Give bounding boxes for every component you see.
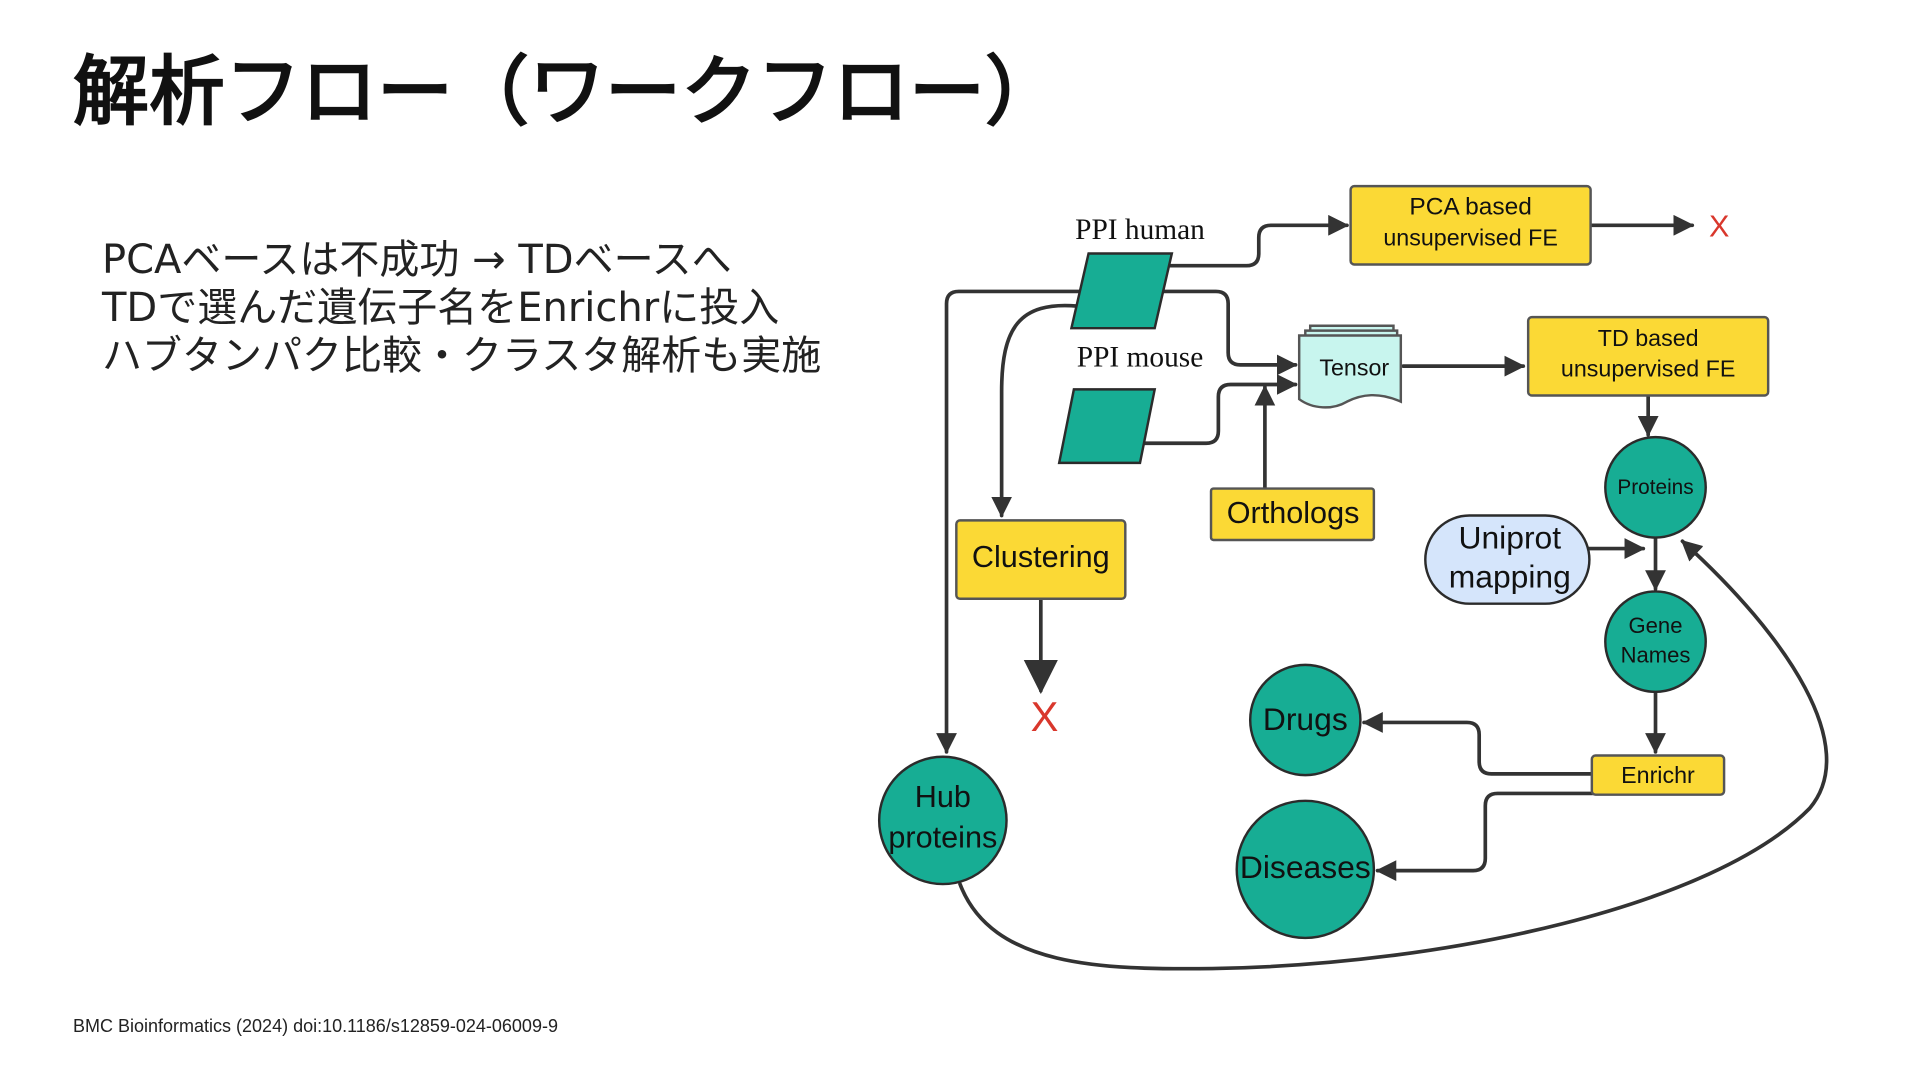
bullet-item: PCAベースは不成功 → TDベースへ xyxy=(102,237,732,283)
enrichr-box: Enrichr xyxy=(1590,754,1726,796)
gene-names-label-line2: Names xyxy=(1621,643,1691,668)
td-box-label-line2: unsupervised FE xyxy=(1561,356,1735,382)
proteins-node: Proteins xyxy=(1604,435,1707,539)
bullet-item: TDで選んだ遺伝子名をEnrichrに投入 xyxy=(102,285,780,331)
diseases-circle xyxy=(1235,799,1376,940)
hub-proteins-label-line1: Hub xyxy=(915,780,971,814)
ppi-human-data-node xyxy=(1069,252,1174,330)
diseases-label: Diseases xyxy=(1240,849,1371,885)
pca-box-label-line2: unsupervised FE xyxy=(1383,225,1557,251)
ppi-mouse-label: PPI mouse xyxy=(1077,342,1204,374)
tensor-page-front xyxy=(1297,334,1403,409)
ppi-mouse-data-node xyxy=(1057,388,1157,465)
orthologs-box: Orthologs xyxy=(1209,487,1376,542)
enrichr-label: Enrichr xyxy=(1621,762,1695,788)
orthologs-label: Orthologs xyxy=(1227,496,1360,530)
clustering-reject-mark: X xyxy=(1031,693,1059,740)
arrow-hub-proteins-to-proteins xyxy=(958,539,1829,971)
tensor-label: Tensor xyxy=(1319,354,1389,380)
pca-based-fe-box: PCA based unsupervised FE xyxy=(1349,184,1592,266)
uniprot-mapping-node: Uniprot mapping xyxy=(1424,514,1591,605)
hub-proteins-node: Hub proteins xyxy=(877,755,1008,886)
arrow-ppi-mouse-to-tensor xyxy=(1139,374,1298,446)
enrichr-box-shape xyxy=(1590,754,1726,796)
orthologs-box-shape xyxy=(1209,487,1376,542)
edges xyxy=(936,214,1829,971)
gene-names-node: Gene Names xyxy=(1604,590,1707,694)
arrow-ppi-human-to-clustering xyxy=(991,303,1080,518)
proteins-circle xyxy=(1604,435,1707,539)
gene-names-label-line1: Gene xyxy=(1629,613,1683,638)
citation: BMC Bioinformatics (2024) doi:10.1186/s1… xyxy=(73,1016,558,1036)
drugs-label: Drugs xyxy=(1263,701,1348,737)
arrow-ppi-human-to-pca xyxy=(1161,214,1350,268)
hub-proteins-circle xyxy=(877,755,1008,886)
pca-box-shape xyxy=(1349,184,1592,266)
arrow-enrichr-to-diseases xyxy=(1375,791,1594,882)
tensor-node: Tensor xyxy=(1297,324,1403,409)
hub-proteins-label-line2: proteins xyxy=(888,821,997,855)
diseases-node: Diseases xyxy=(1235,799,1376,940)
clustering-label: Clustering xyxy=(972,540,1110,574)
td-box-label-line1: TD based xyxy=(1598,325,1699,351)
uniprot-label-line1: Uniprot xyxy=(1458,520,1561,556)
ppi-human-label: PPI human xyxy=(1075,214,1205,246)
slide-title: 解析フロー（ワークフロー） xyxy=(73,47,1061,136)
pca-reject-mark: X xyxy=(1709,210,1729,244)
pca-box-label-line1: PCA based xyxy=(1409,193,1531,220)
gene-names-circle xyxy=(1604,590,1707,694)
proteins-label: Proteins xyxy=(1617,476,1693,499)
drugs-circle xyxy=(1248,663,1362,777)
bullet-list: PCAベースは不成功 → TDベースへ TDで選んだ遺伝子名をEnrichrに投… xyxy=(102,236,821,380)
drugs-node: Drugs xyxy=(1248,663,1362,777)
bullet-item: ハブタンパク比較・クラスタ解析も実施 xyxy=(102,333,822,379)
td-based-fe-box: TD based unsupervised FE xyxy=(1526,315,1770,397)
uniprot-label-line2: mapping xyxy=(1449,559,1571,595)
clustering-box: Clustering xyxy=(955,519,1127,600)
arrow-ppi-human-to-hub-proteins xyxy=(936,289,1085,754)
td-box-shape xyxy=(1526,315,1770,397)
arrow-ppi-human-to-tensor xyxy=(1156,289,1298,376)
uniprot-mapping-shape xyxy=(1424,514,1591,605)
arrow-enrichr-to-drugs xyxy=(1362,712,1594,776)
clustering-box-shape xyxy=(955,519,1127,600)
